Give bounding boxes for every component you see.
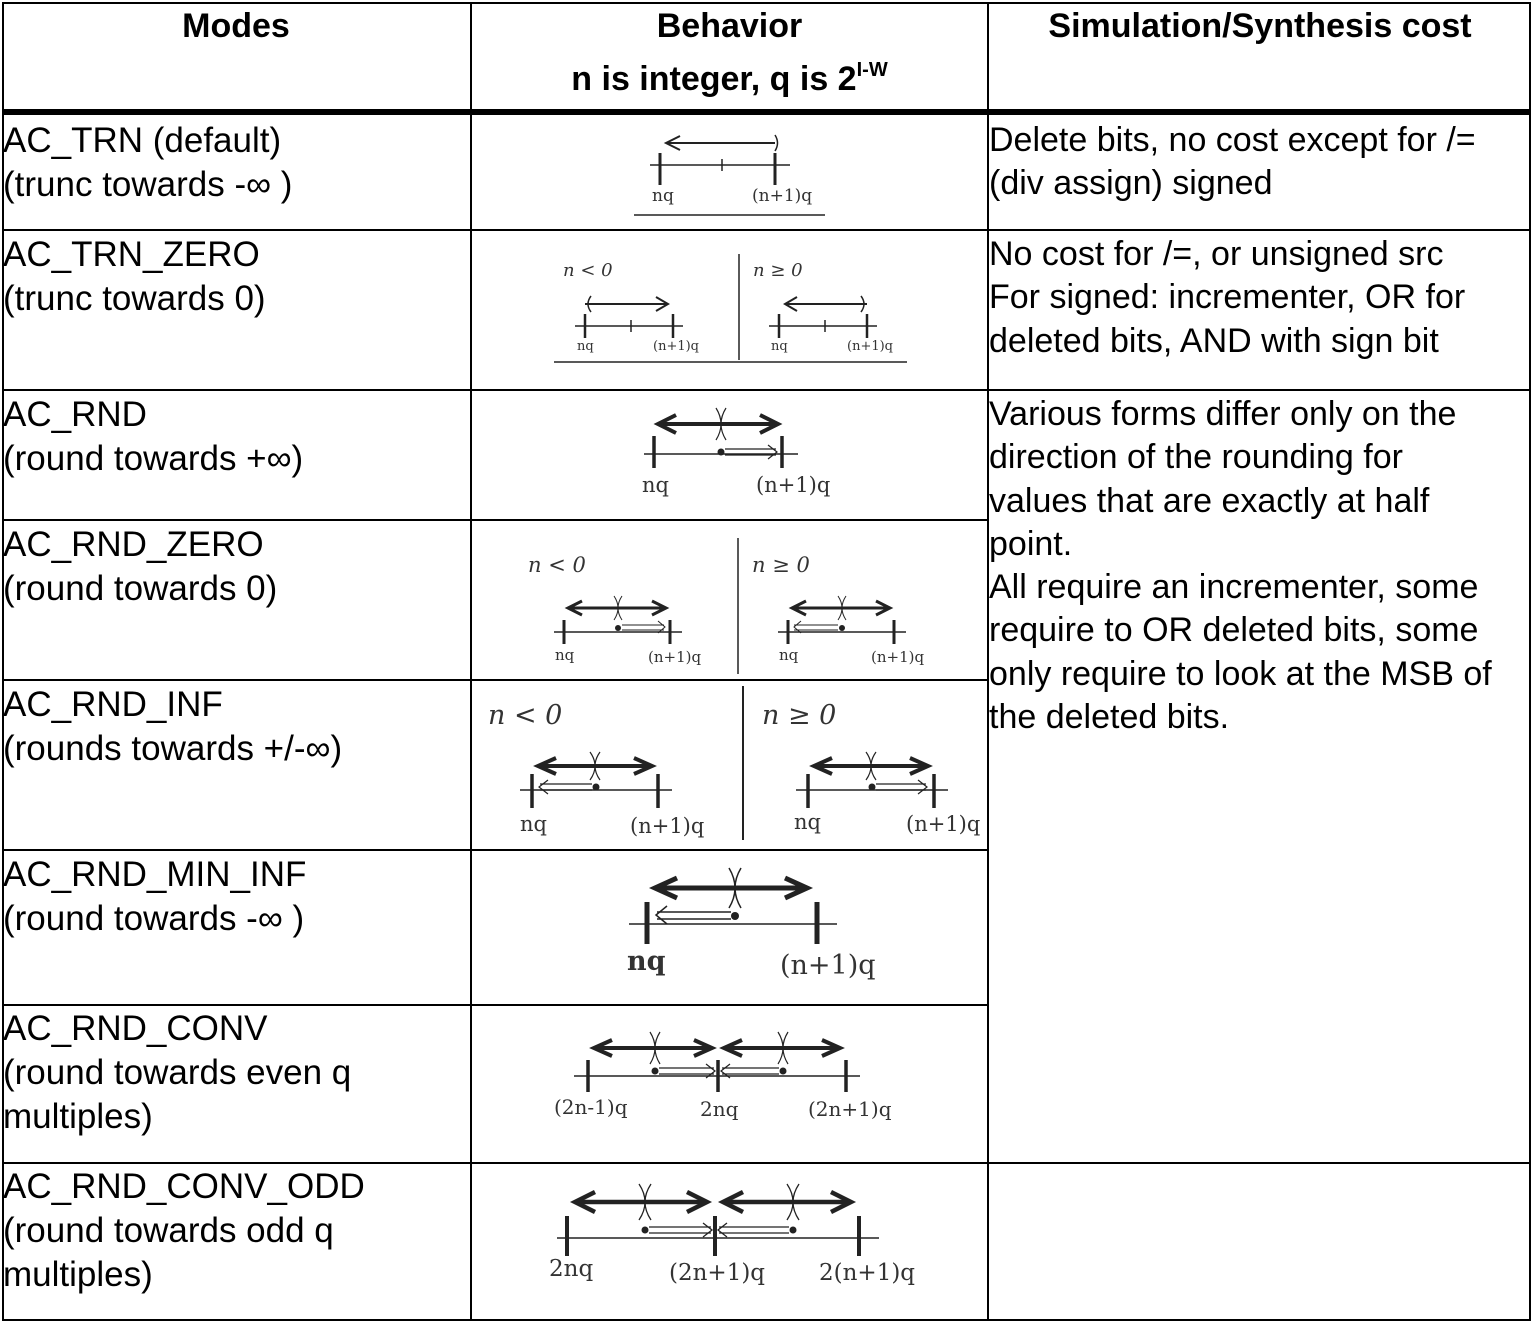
mode-name: AC_RND_MIN_INF [3, 855, 307, 894]
mode-cell-trn: AC_TRN (default) (trunc towards -∞ ) [3, 119, 292, 207]
cost-line: only require to look at the MSB of [989, 654, 1492, 693]
column-divider [470, 2, 472, 1321]
mode-name: AC_RND_CONV_ODD [3, 1167, 365, 1206]
rnd-inf-diagram: n < 0 n ≥ 0 nq (n+1)q nq (n+1)q [488, 686, 980, 840]
mode-cell-rnd-min-inf: AC_RND_MIN_INF (round towards -∞ ) [3, 853, 306, 941]
cost-line: (div assign) signed [989, 164, 1273, 203]
mode-cell-rnd-inf: AC_RND_INF (rounds towards +/-∞) [3, 683, 342, 771]
nq-label: nq [771, 339, 788, 354]
n1q-label: (n+1)q [871, 648, 924, 666]
cost-line: the deleted bits. [989, 698, 1230, 737]
mode-desc: (trunc towards 0) [3, 279, 266, 318]
nq-label: nq [794, 810, 821, 834]
nq-label: nq [577, 339, 594, 354]
n-pos-label: n ≥ 0 [753, 260, 803, 281]
mode-name: AC_RND_CONV [3, 1009, 268, 1048]
mode-name: AC_RND_ZERO [3, 525, 264, 564]
trn-diagram: nq (n+1)q [634, 134, 825, 216]
cost-line: direction of the rounding for [989, 438, 1403, 477]
cost-line: require to OR deleted bits, some [989, 611, 1479, 650]
nq-label: nq [555, 646, 575, 664]
row-divider [2, 519, 989, 521]
nq-label: nq [627, 946, 666, 977]
mode-cell-rnd-conv: AC_RND_CONV (round towards even q multiple… [3, 1007, 351, 1139]
header-behavior-line1: Behavior [656, 7, 803, 45]
mode-name: AC_TRN_ZERO [3, 235, 260, 274]
mode-desc: (round towards +∞) [3, 439, 304, 478]
rnd-min-inf-diagram: nq (n+1)q [627, 867, 876, 981]
row-divider [2, 1004, 989, 1006]
n1q-label: (n+1)q [653, 339, 699, 354]
mode-cell-rnd-zero: AC_RND_ZERO (round towards 0) [3, 523, 277, 611]
cost-line: Delete bits, no cost except for /= [989, 121, 1476, 159]
rnd-zero-diagram: n < 0 n ≥ 0 nq (n+1)q nq (n+1)q [528, 538, 924, 674]
row-divider [2, 389, 1531, 391]
rnd-conv-diagram: (2n-1)q 2nq (2n+1)q [554, 1031, 892, 1121]
mode-name: AC_TRN (default) [3, 121, 282, 160]
trn-zero-diagram: n < 0 n ≥ 0 nq (n+1)q nq (n+1)q [554, 254, 907, 363]
cost-line: point. [989, 524, 1073, 563]
row-divider [2, 229, 1531, 231]
cost-cell-trn: Delete bits, no cost except for /= (div … [989, 119, 1476, 206]
mode-name: AC_RND_INF [3, 685, 223, 724]
header-behavior: Behavior n is integer, q is 2I-W [472, 4, 987, 101]
rnd-diagram: nq (n+1)q [642, 407, 830, 497]
n-pos-label: n ≥ 0 [752, 553, 810, 577]
rnd-conv-odd-diagram: 2nq (2n+1)q 2(n+1)q [549, 1183, 915, 1286]
header-cost: Simulation/Synthesis cost [1048, 7, 1472, 45]
cost-line: All require an incrementer, some [989, 568, 1479, 607]
mode-desc: (round towards odd q [3, 1211, 334, 1250]
mode-desc: multiples) [3, 1097, 153, 1136]
cost-cell-trn-zero: No cost for /=, or unsigned src For sign… [989, 233, 1465, 363]
label-2n1q: (2n+1)q [669, 1260, 765, 1286]
n-neg-label: n < 0 [563, 260, 613, 281]
n1q-label: (n+1)q [756, 473, 830, 497]
mode-desc: (round towards -∞ ) [3, 899, 305, 938]
n1q-label: (n+1)q [780, 950, 876, 981]
nq-label: nq [520, 812, 547, 836]
n-pos-label: n ≥ 0 [762, 700, 836, 731]
n1q-label: (n+1)q [906, 812, 980, 836]
header-modes: Modes [182, 7, 290, 45]
header-divider [2, 109, 1531, 115]
mode-cell-rnd-conv-odd: AC_RND_CONV_ODD (round towards odd q multi… [3, 1165, 365, 1297]
n1q-label: (n+1)q [648, 648, 701, 666]
cost-line: Various forms differ only on the [989, 395, 1457, 433]
header-behavior-line2: n is integer, q is 2I-W [571, 59, 888, 98]
n-neg-label: n < 0 [528, 553, 586, 577]
mode-desc: (round towards even q [3, 1053, 352, 1092]
column-divider [987, 2, 989, 1321]
n1q-label: (n+1)q [630, 814, 704, 838]
cost-line: deleted bits, AND with sign bit [989, 321, 1439, 360]
mode-cell-rnd: AC_RND (round towards +∞) [3, 393, 303, 481]
nq-label: nq [652, 186, 674, 206]
n1q-label: (n+1)q [752, 186, 812, 206]
mode-name: AC_RND [3, 395, 147, 434]
mode-desc: multiples) [3, 1255, 153, 1294]
mode-cell-trn-zero: AC_TRN_ZERO (trunc towards 0) [3, 233, 266, 321]
row-divider [2, 679, 989, 681]
mode-desc: (trunc towards -∞ ) [3, 165, 293, 204]
n-neg-label: n < 0 [488, 700, 562, 731]
cost-line: For signed: incrementer, OR for [989, 278, 1466, 317]
row-divider [2, 1162, 1531, 1164]
row-divider [2, 849, 989, 851]
label-2n1q: (2n+1)q [808, 1097, 892, 1121]
cost-line: No cost for /=, or unsigned src [989, 235, 1444, 273]
label-2n-1q: (2n-1)q [554, 1095, 628, 1119]
cost-cell-rnd: Various forms differ only on the directi… [989, 393, 1492, 739]
label-2nq: 2nq [700, 1097, 739, 1121]
n1q-label: (n+1)q [847, 339, 893, 354]
mode-desc: (round towards 0) [3, 569, 278, 608]
cost-line: values that are exactly at half [989, 481, 1430, 520]
mode-desc: (rounds towards +/-∞) [3, 729, 343, 768]
nq-label: nq [779, 646, 799, 664]
label-2n1-q: 2(n+1)q [819, 1260, 915, 1286]
nq-label: nq [642, 473, 669, 497]
label-2nq: 2nq [549, 1256, 593, 1282]
